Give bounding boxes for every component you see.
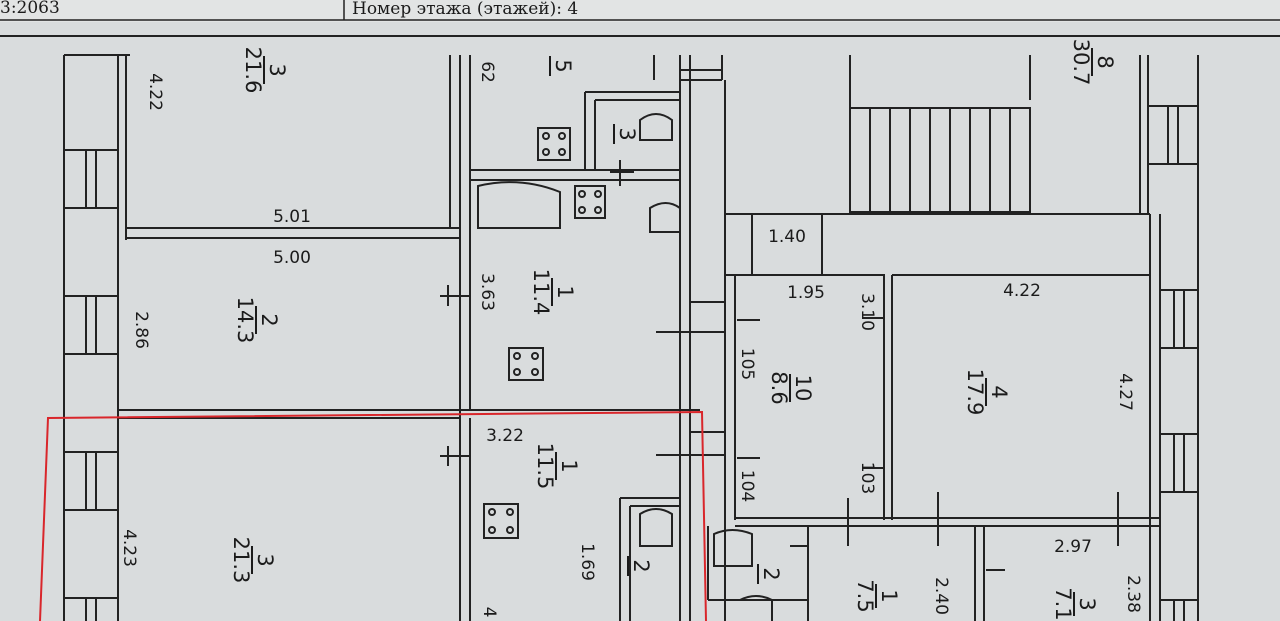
- room-2c-number: 2: [759, 567, 783, 580]
- windows: [63, 69, 1199, 621]
- room-8-number: 8: [1093, 55, 1117, 68]
- header-floor-number: Номер этажа (этажей): 4: [352, 0, 578, 19]
- fixtures: [477, 113, 773, 621]
- room-5-number: 5: [551, 59, 575, 72]
- room-1b-area: 11.5: [533, 443, 557, 490]
- dim-1-40: 1.40: [768, 227, 806, 247]
- dim-3-10: 3.10: [857, 293, 877, 331]
- room-3d-number: 3: [1075, 597, 1099, 610]
- dim-2-40: 2.40: [931, 577, 951, 615]
- dimension-labels: 4.22 5.01 5.00 2.86 4.23 62 3.63 3.22 1.…: [119, 61, 1143, 617]
- header-strip: 3:2063 Номер этажа (этажей): 4: [0, 0, 1280, 37]
- room-10-number: 10: [791, 375, 815, 402]
- dim-4-23: 4.23: [119, 529, 139, 567]
- dim-4-27: 4.27: [1115, 373, 1135, 411]
- header-left-text: 3:2063: [0, 0, 60, 18]
- dim-1-95: 1.95: [787, 283, 825, 303]
- dim-2-97: 2.97: [1054, 537, 1092, 557]
- room-3b-area: 21.3: [229, 537, 253, 584]
- room-1b-number: 1: [557, 459, 581, 472]
- dim-105: 105: [737, 348, 757, 380]
- dim-3-22: 3.22: [486, 426, 524, 446]
- room-3b-number: 3: [253, 553, 277, 566]
- dim-4-22-right: 4.22: [1003, 281, 1041, 301]
- dim-104: 104: [737, 470, 757, 502]
- dim-3-63: 3.63: [477, 273, 497, 311]
- dim-2-38: 2.38: [1123, 575, 1143, 613]
- room-1-area: 11.4: [529, 269, 553, 316]
- room-3-number: 3: [265, 63, 289, 76]
- dim-4-22-left: 4.22: [145, 73, 165, 111]
- room-labels: 3 21.6 2 14.3 3 21.3 5 3 1 11.4 1: [229, 39, 1117, 621]
- selection-highlight: [39, 410, 707, 621]
- room-3-area: 21.6: [241, 47, 265, 94]
- room-1c-number: 1: [877, 589, 901, 602]
- dim-5-01: 5.01: [273, 207, 311, 227]
- dim-4-partial: 4: [479, 607, 499, 618]
- door-marks: [440, 160, 1119, 571]
- dim-62: 62: [477, 61, 497, 83]
- room-4-number: 4: [987, 385, 1011, 398]
- room-2b-number: 2: [629, 559, 653, 572]
- dim-2-86: 2.86: [131, 311, 151, 349]
- room-8-area: 30.7: [1069, 39, 1093, 86]
- room-3c-number: 3: [615, 127, 639, 140]
- room-3d-area: 7.1: [1051, 587, 1075, 620]
- room-4-area: 17.9: [963, 369, 987, 416]
- staircase: [849, 107, 1031, 213]
- room-10-area: 8.6: [767, 371, 791, 404]
- dim-1-69: 1.69: [577, 543, 597, 581]
- room-1c-area: 7.5: [853, 579, 877, 612]
- room-1-number: 1: [553, 285, 577, 298]
- walls: [63, 54, 1199, 621]
- room-2-number: 2: [257, 313, 281, 326]
- dim-5-00: 5.00: [273, 248, 311, 268]
- room-2-area: 14.3: [233, 297, 257, 344]
- dim-103: 103: [857, 462, 877, 494]
